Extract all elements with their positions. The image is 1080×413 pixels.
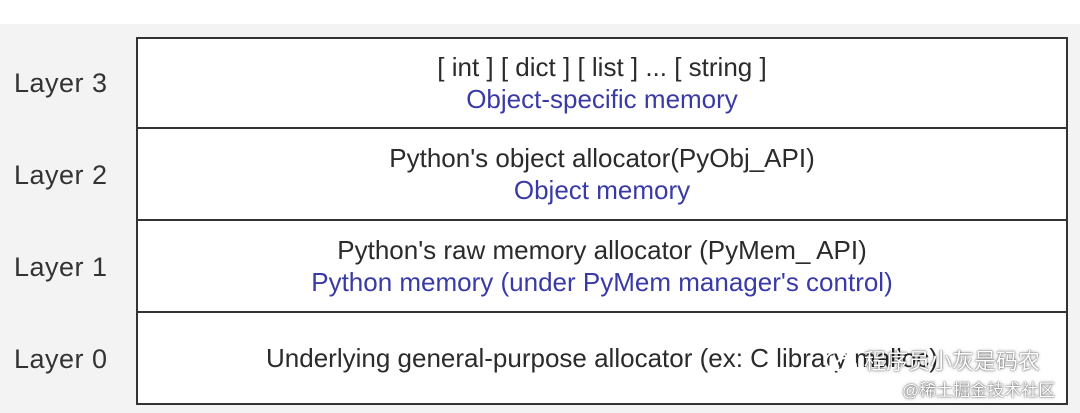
layer-label: Layer 2 [14,159,108,190]
layer-secondary-text: Object-specific memory [466,84,738,114]
layer-box: [ int ] [ dict ] [ list ] ... [ string ]… [136,37,1068,129]
layer-box: Python's object allocator(PyObj_API) Obj… [136,129,1068,221]
python-memory-layers-diagram: Layer 3 [ int ] [ dict ] [ list ] ... [ … [0,24,1080,413]
layer-label: Layer 3 [14,67,108,98]
layer-row-2: Layer 2 Python's object allocator(PyObj_… [0,129,1080,221]
layer-secondary-text: Python memory (under PyMem manager's con… [311,267,893,297]
layer-row-0: Layer 0 Underlying general-purpose alloc… [0,313,1080,405]
top-margin [0,0,1080,24]
layer-row-1: Layer 1 Python's raw memory allocator (P… [0,221,1080,313]
wechat-icon [825,351,857,375]
watermark-author: 程序员小灰是码农 [864,349,1041,374]
layer-label: Layer 1 [14,251,108,282]
watermark-source: @稀土掘金技术社区 [902,381,1056,400]
layer-secondary-text: Object memory [513,175,691,205]
layer-row-3: Layer 3 [ int ] [ dict ] [ list ] ... [ … [0,37,1080,129]
layer-primary-text: [ int ] [ dict ] [ list ] ... [ string ] [437,52,767,82]
layer-label: Layer 0 [14,343,108,374]
layer-box: Python's raw memory allocator (PyMem_ AP… [136,221,1068,313]
layer-primary-text: Python's raw memory allocator (PyMem_ AP… [337,235,867,265]
layer-primary-text: Python's object allocator(PyObj_API) [389,143,815,173]
watermark: 程序员小灰是码农 @稀土掘金技术社区 [820,338,1070,408]
layer-box: Underlying general-purpose allocator (ex… [136,313,1068,405]
